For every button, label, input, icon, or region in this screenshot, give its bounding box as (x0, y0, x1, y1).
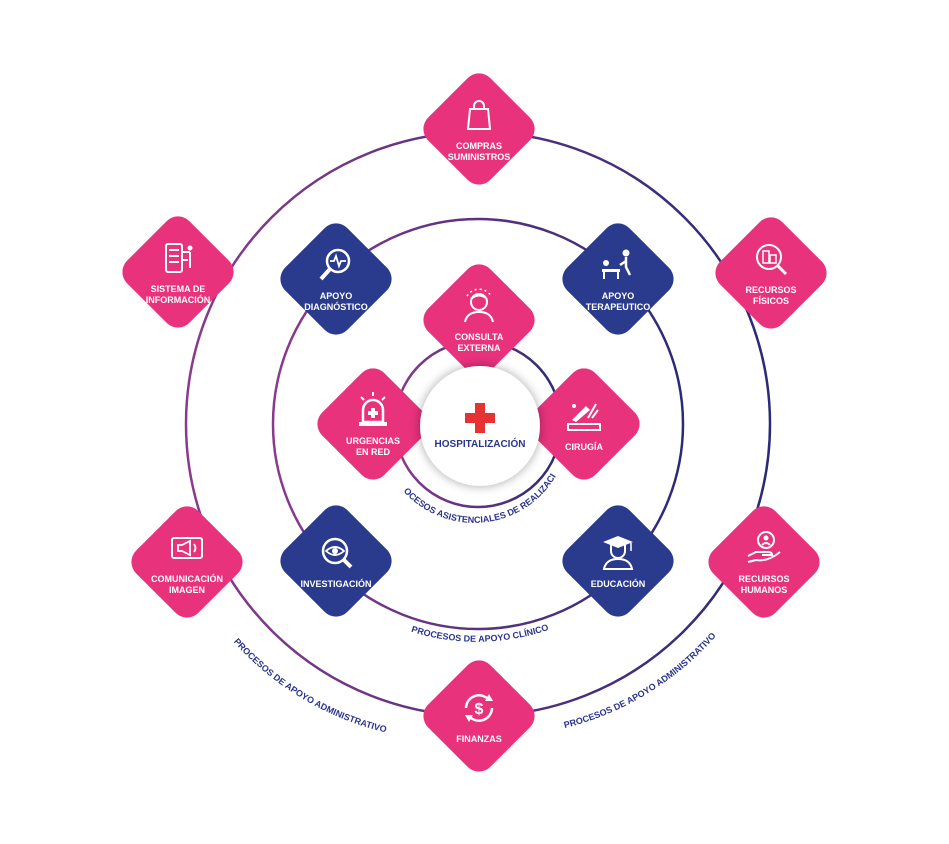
consulta-label: CONSULTA EXTERNA (454, 332, 504, 353)
megaphone-icon (171, 537, 203, 559)
investigacion-label: INVESTIGACIÓN (300, 578, 372, 589)
middle-ring (271, 217, 685, 631)
node-finanzas[interactable]: $ FINANZAS (413, 650, 545, 782)
eye-magnifier-icon (321, 537, 353, 568)
apoyo-diagnostico-label: APOYO DIAGNÓSTICO (304, 291, 368, 312)
node-cirugia[interactable]: CIRUGÍA (518, 358, 650, 490)
middle-ring-label: PROCESOS DE APOYO CLÍNICO (410, 622, 549, 644)
node-consulta-externa[interactable]: CONSULTA EXTERNA (413, 254, 545, 386)
scalpel-icon (567, 403, 601, 431)
outer-ring-label-left: PROCESOS DE APOYO ADMINISTRATIVO (232, 636, 388, 734)
node-sistema-informacion[interactable]: SISTEMA DE INFORMACIÓN (112, 206, 244, 338)
svg-text:$: $ (475, 701, 484, 718)
cirugia-label: CIRUGÍA (565, 441, 603, 452)
node-recursos-humanos[interactable]: REcursos HUMANOS (698, 496, 830, 628)
node-investigacion[interactable]: INVESTIGACIÓN (270, 495, 402, 627)
node-comunicacion-imagen[interactable]: COMUNICACIÓN IMAGEN (121, 496, 253, 628)
hospitalizacion-label: HOSPITALIZACIÓN (434, 438, 526, 450)
node-recursos-fisicos[interactable]: RECURSOS FÍSICOS (705, 207, 837, 339)
outer-ring-label-right: PROCESOS DE APOYO ADMINISTRATIVO (563, 631, 718, 731)
building-search-icon (756, 244, 788, 276)
compras-label: COMPRAS SUMINISTROS (447, 141, 511, 162)
node-apoyo-terapeutico[interactable]: APOYO TERAPEUTICO (552, 213, 684, 345)
apoyo-terapeutico-label: APOYO TERAPEUTICO (585, 291, 651, 312)
siren-icon (359, 392, 387, 426)
sistema-label: SISTEMA DE INFORMACIÓN (145, 284, 211, 305)
graduate-icon (602, 535, 634, 570)
recursos-humanos-label: REcursos HUMANOS (738, 574, 790, 595)
comunicacion-label: COMUNICACIÓN IMAGEN (151, 574, 223, 595)
red-cross-icon (465, 402, 495, 433)
finanzas-label: FINANZAS (456, 733, 502, 744)
educacion-label: EDUCACIÓN (590, 578, 646, 589)
node-compras-suministros[interactable]: COMPRAS SUMINISTROS (413, 63, 545, 195)
node-apoyo-diagnostico[interactable]: APOYO DIAGNÓSTICO (270, 213, 402, 345)
therapy-icon (602, 249, 632, 279)
hand-person-icon (747, 531, 781, 563)
center-hospitalizacion[interactable]: HOSPITALIZACIÓN (420, 366, 540, 486)
doctor-icon (464, 288, 494, 323)
magnifier-pulse-icon (319, 248, 351, 281)
node-educacion[interactable]: EDUCACIÓN (552, 495, 684, 627)
shopping-bag-icon (466, 100, 492, 130)
node-urgencias-en-red[interactable]: URGENCIAS EN RED (307, 358, 439, 490)
data-system-icon (165, 243, 193, 273)
dollar-cycle-icon: $ (464, 693, 494, 722)
urgencias-label: URGENCIAS EN RED (345, 436, 400, 457)
recursos-fisicos-label: RECURSOS FÍSICOS (745, 285, 797, 306)
